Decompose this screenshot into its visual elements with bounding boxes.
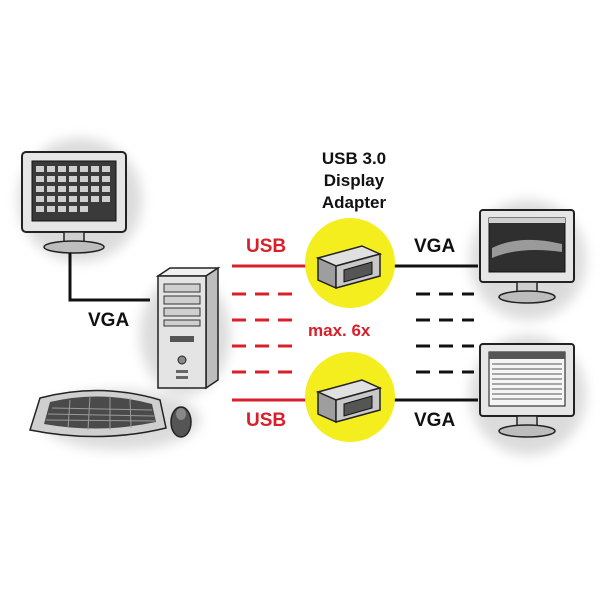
max-adapters-label: max. 6x (308, 321, 371, 340)
usb-dashed-lines (232, 292, 296, 374)
title-line-2: Display (323, 171, 385, 190)
title-line-3: Adapter (321, 193, 387, 212)
usb-label-bottom: USB (246, 410, 287, 431)
keyboard (29, 389, 167, 438)
adapter-top (305, 218, 395, 308)
left-monitor (21, 151, 127, 254)
title-line-1: USB 3.0 (321, 149, 387, 168)
vga-lines (380, 264, 478, 402)
left-vga-cable (68, 253, 150, 302)
left-monitor-screen-thumbnails (36, 166, 110, 212)
adapter-bottom (305, 352, 395, 442)
right-monitor-bottom (479, 343, 575, 438)
usb-lines (232, 264, 320, 402)
vga-label-top: VGA (414, 236, 456, 257)
adapter-title: USB 3.0 Display Adapter (296, 148, 412, 214)
usb-label-top: USB (246, 236, 287, 257)
mouse (170, 406, 192, 438)
pc-tower (155, 266, 221, 390)
right-monitor-top (479, 209, 575, 304)
vga-dashed-lines (416, 292, 474, 374)
vga-label-left: VGA (88, 310, 130, 331)
vga-label-bottom: VGA (414, 410, 456, 431)
